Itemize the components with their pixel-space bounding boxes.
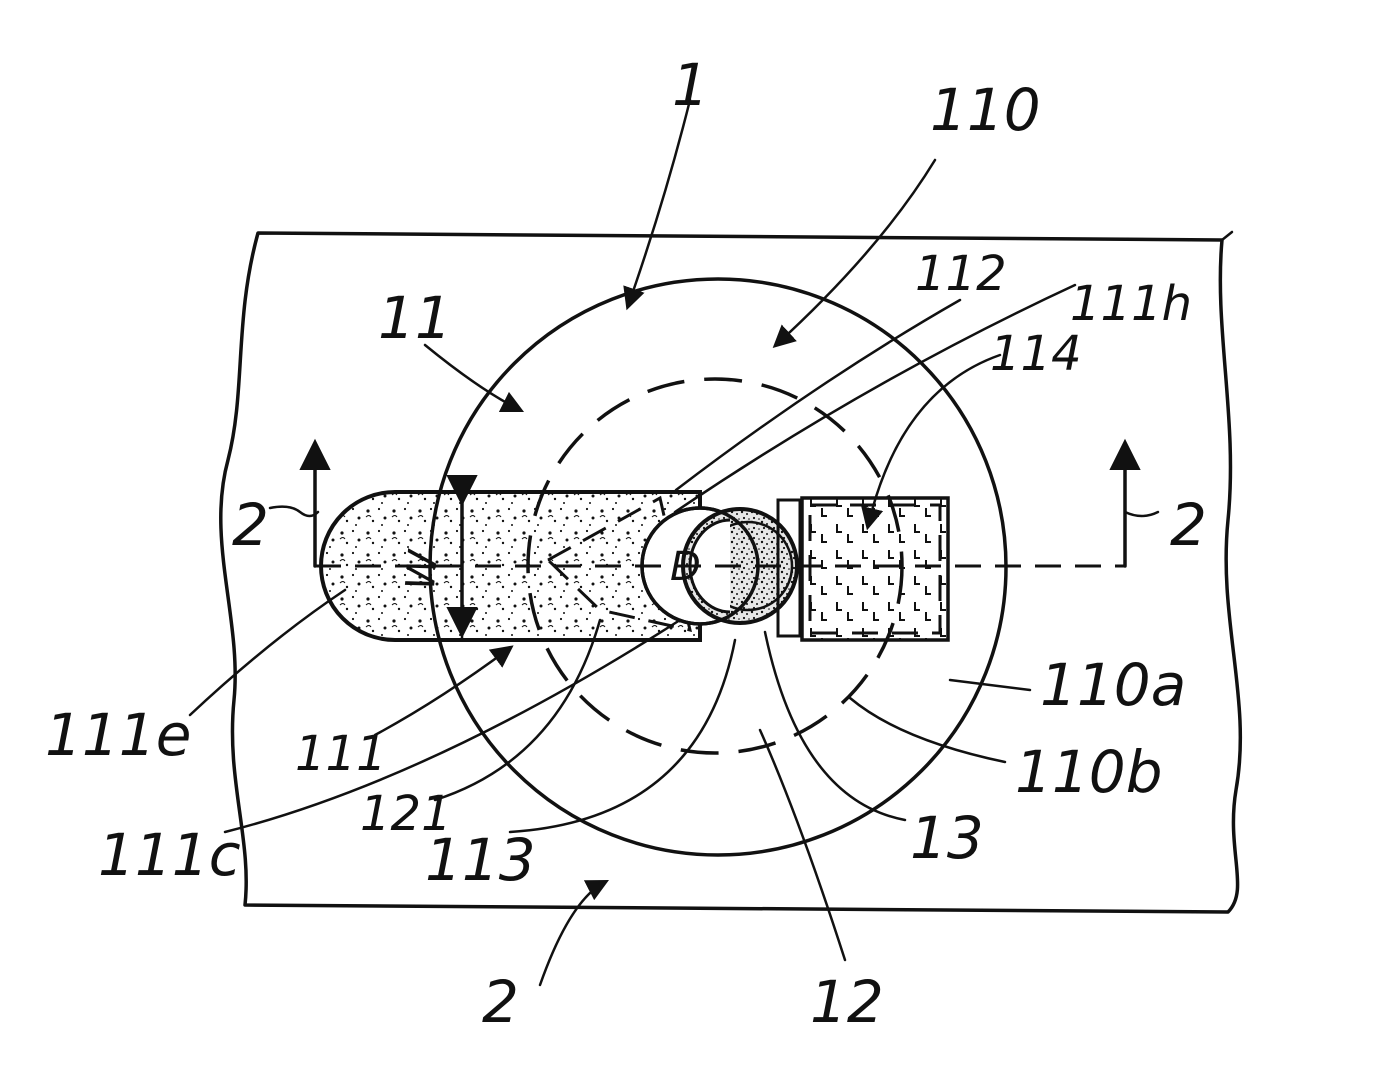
label-110a: 110a xyxy=(1040,651,1186,719)
leader-110 xyxy=(776,160,935,345)
label-111h: 111h xyxy=(1070,276,1192,332)
label-11: 11 xyxy=(378,284,452,352)
label-110b: 110b xyxy=(1015,738,1163,806)
label-2-right: 2 xyxy=(1170,491,1207,559)
leader-11 xyxy=(425,345,520,410)
label-110: 110 xyxy=(930,76,1041,144)
label-112: 112 xyxy=(915,246,1007,302)
leader-111h xyxy=(675,285,1075,512)
leader-1 xyxy=(628,100,690,306)
label-12: 12 xyxy=(810,968,884,1036)
leader-12 xyxy=(760,730,845,960)
label-111: 111 xyxy=(295,726,387,782)
leader-2-bottom xyxy=(540,882,605,985)
section-tick-right xyxy=(1125,512,1158,516)
leader-110a xyxy=(950,680,1030,690)
label-w: W xyxy=(398,547,447,592)
leader-111c xyxy=(225,620,680,832)
label-2-left: 2 xyxy=(232,491,269,559)
rect-114 xyxy=(802,498,948,640)
label-111c: 111c xyxy=(98,821,241,889)
leader-113 xyxy=(510,640,735,832)
leader-112 xyxy=(676,300,960,490)
leader-111 xyxy=(375,648,510,735)
leader-111e xyxy=(190,590,345,715)
label-2-bottom: 2 xyxy=(482,968,519,1036)
label-d: D xyxy=(670,544,701,590)
label-1: 1 xyxy=(672,51,709,119)
label-114: 114 xyxy=(990,326,1082,382)
sheet-corner-tick xyxy=(1222,232,1232,240)
section-tick-left xyxy=(270,507,318,516)
label-13: 13 xyxy=(910,804,984,872)
label-111e: 111e xyxy=(45,701,191,769)
label-113: 113 xyxy=(425,826,536,894)
leader-110b xyxy=(850,698,1005,762)
